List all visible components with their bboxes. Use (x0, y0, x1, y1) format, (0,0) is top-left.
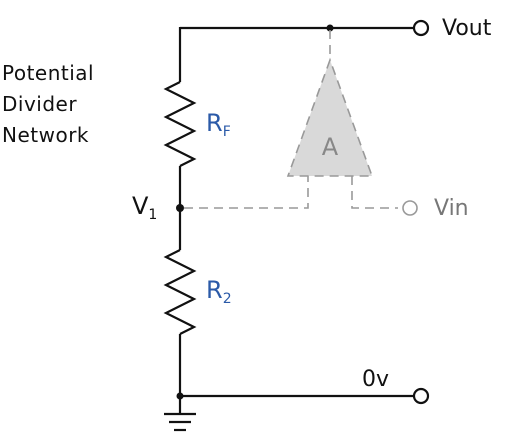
vin-terminal-icon (402, 200, 418, 216)
side-label-line-2: Divider (2, 92, 78, 116)
side-label-line-3: Network (2, 123, 90, 147)
vin-label: Vin (434, 196, 469, 221)
rf-label-sub: F (223, 124, 231, 140)
amplifier-triangle (286, 57, 374, 177)
v1-label: V1 (132, 192, 157, 223)
side-label-line-1: Potential (2, 61, 95, 85)
r2-label-main: R (206, 276, 223, 304)
v1-label-sub: 1 (148, 207, 157, 223)
ground-terminal-icon (412, 387, 430, 405)
v1-junction-dot (176, 204, 184, 212)
potential-divider-network-label: Potential Divider Network (2, 58, 122, 151)
ground-junction-dot (176, 392, 184, 400)
ground-icon (164, 412, 196, 432)
rf-label-main: R (206, 109, 223, 137)
rf-resistor (163, 81, 197, 167)
v1-label-main: V (132, 192, 149, 220)
ground-voltage-label: 0v (362, 367, 389, 392)
amplifier-icon: A (286, 57, 374, 177)
amp-input-plus-wire (351, 176, 398, 209)
amplifier-label: A (322, 133, 339, 161)
amp-input-minus-wire (184, 176, 309, 209)
ghost-wires (184, 30, 398, 209)
rf-label: RF (206, 109, 231, 140)
vout-label: Vout (442, 16, 492, 41)
vout-terminal-icon (412, 19, 430, 37)
r2-label: R2 (206, 276, 232, 307)
r2-label-sub: 2 (223, 291, 232, 307)
top-junction-dot (326, 24, 334, 32)
circuit-wires (163, 26, 414, 414)
r2-resistor (163, 249, 197, 335)
